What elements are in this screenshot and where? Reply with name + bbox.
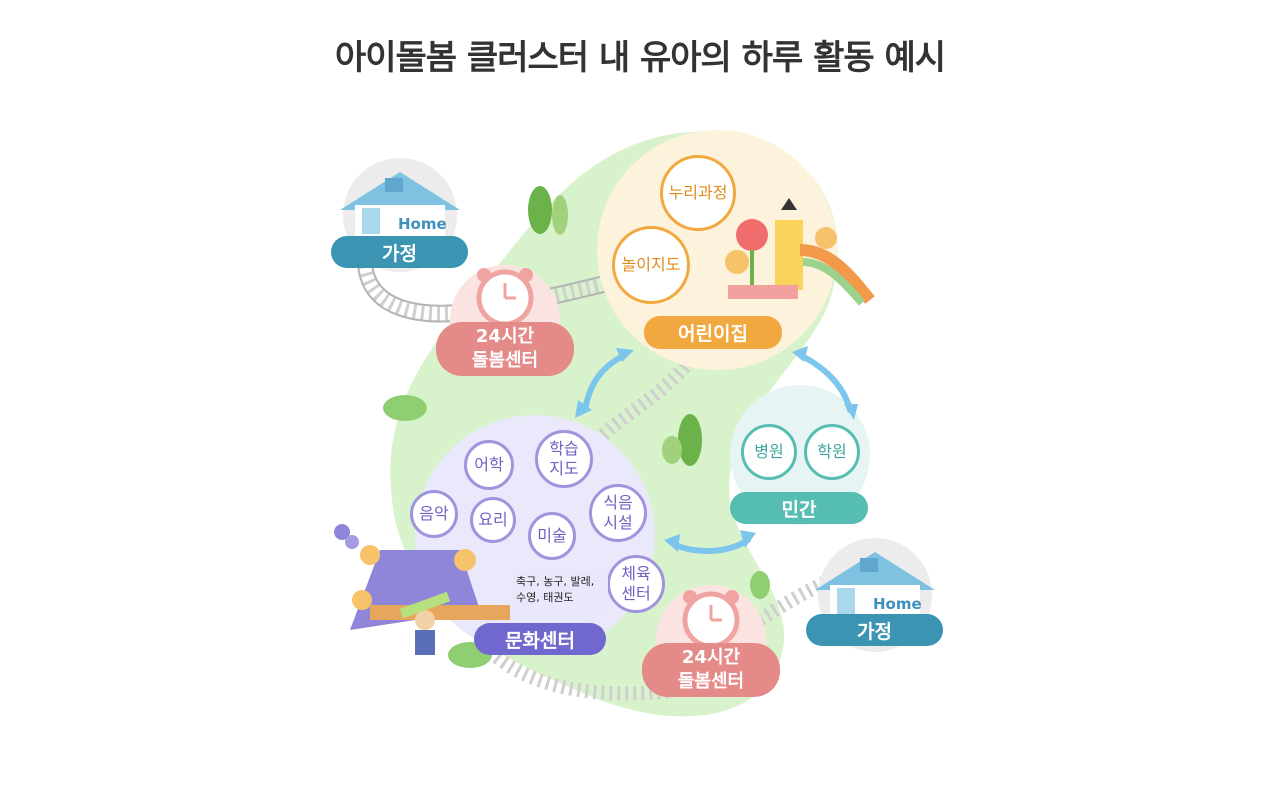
- culture-item-sports: 체육 센터: [607, 555, 665, 613]
- care-center-line2: 돌봄센터: [471, 350, 539, 371]
- culture-item-food: 식음 시설: [589, 484, 647, 542]
- private-label: 민간: [730, 492, 868, 524]
- culture-item-sports-line1: 체육: [621, 564, 651, 583]
- culture-item-study: 학습 지도: [535, 430, 593, 488]
- culture-item-cooking: 요리: [470, 497, 516, 543]
- home-top-label: 가정: [331, 236, 468, 268]
- private-bg: [730, 385, 870, 525]
- culture-item-sports-line2: 센터: [621, 584, 651, 603]
- care-center-bottom-label: 24시간 돌봄센터: [642, 643, 780, 697]
- care-center-top-label: 24시간 돌봄센터: [436, 322, 574, 376]
- kindergarten-label: 어린이집: [644, 316, 782, 349]
- kindergarten-bg: [597, 130, 837, 370]
- home-icon-text: Home: [398, 215, 447, 233]
- care-center-line2: 돌봄센터: [677, 671, 745, 692]
- private-item-hospital: 병원: [741, 424, 797, 480]
- sports-note-line1: 축구, 농구, 발레,: [516, 575, 595, 588]
- culture-item-food-line1: 식음: [603, 493, 633, 512]
- culture-center-label: 문화센터: [474, 623, 606, 655]
- culture-item-music: 음악: [410, 490, 458, 538]
- culture-item-study-line1: 학습: [549, 439, 579, 458]
- page-title: 아이돌봄 클러스터 내 유아의 하루 활동 예시: [334, 38, 946, 78]
- sports-note: 축구, 농구, 발레, 수영, 태권도: [512, 572, 608, 612]
- care-center-line1: 24시간: [681, 647, 741, 668]
- private-item-academy: 학원: [804, 424, 860, 480]
- culture-item-language: 어학: [464, 440, 514, 490]
- culture-item-art: 미술: [528, 512, 576, 560]
- culture-center-illustration: [334, 524, 510, 655]
- kindergarten-item-nuri: 누리과정: [660, 155, 736, 231]
- care-center-line1: 24시간: [475, 326, 535, 347]
- kindergarten-item-play: 놀이지도: [612, 226, 690, 304]
- home-icon-text: Home: [873, 595, 922, 613]
- sports-note-line2: 수영, 태권도: [516, 591, 574, 604]
- home-bottom-label: 가정: [806, 614, 943, 646]
- culture-item-food-line2: 시설: [603, 513, 633, 532]
- culture-item-study-line2: 지도: [549, 459, 579, 478]
- kids-playground-illustration: [725, 198, 875, 306]
- tree-icon: [528, 186, 702, 466]
